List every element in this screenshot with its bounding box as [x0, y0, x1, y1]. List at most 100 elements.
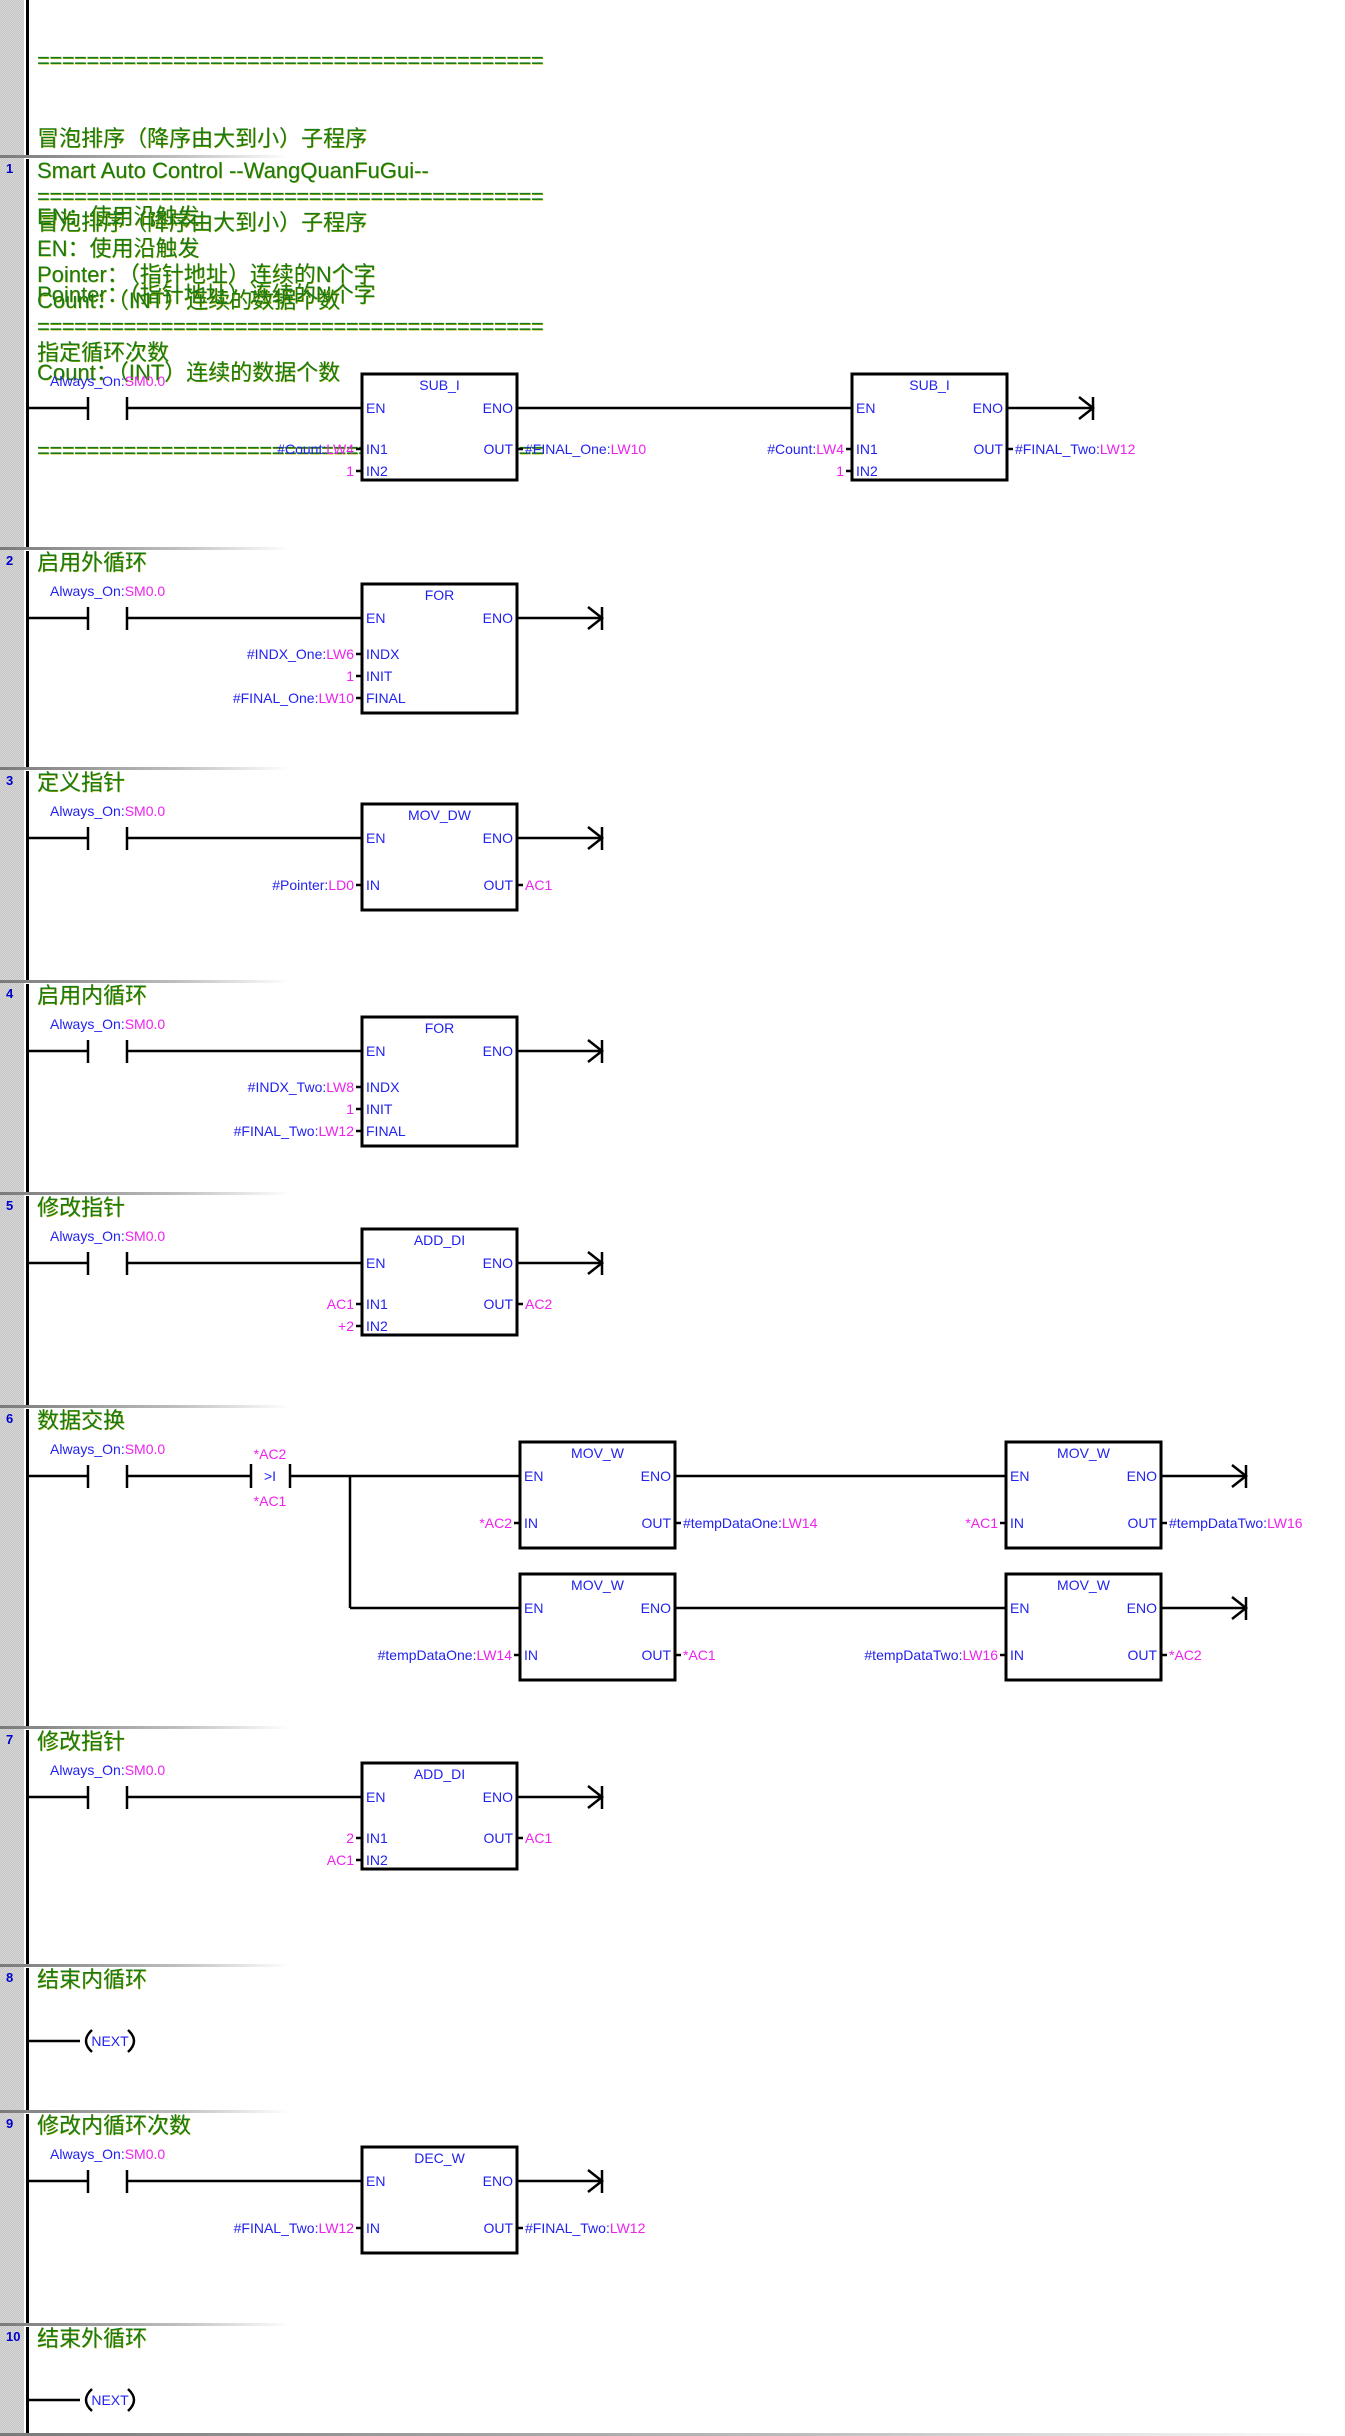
pin-en: EN — [366, 610, 385, 626]
operand-separator: : — [1263, 1515, 1267, 1531]
output-operand[interactable]: *AC2 — [1169, 1647, 1202, 1663]
operand-address: LW14 — [782, 1515, 818, 1531]
comment-line: 修改指针 — [37, 1195, 126, 1220]
network-comment[interactable]: 修改指针 — [37, 1195, 125, 1221]
output-operand[interactable]: AC1 — [525, 1830, 552, 1846]
input-operand[interactable]: #FINAL_Two:LW12 — [234, 1123, 355, 1139]
network-comment[interactable]: 启用内循环 — [37, 983, 147, 1009]
operand-address: LW12 — [1100, 441, 1136, 457]
network-1[interactable]: 1 Smart Auto Control --WangQuanFuGui--===… — [0, 155, 1345, 547]
network-comment[interactable]: 结束内循环 — [37, 1967, 147, 1993]
input-operand[interactable]: #FINAL_One:LW10 — [233, 690, 354, 706]
output-operand[interactable]: #FINAL_One:LW10 — [525, 441, 646, 457]
network-comment[interactable]: 数据交换 — [37, 1408, 125, 1434]
input-operand[interactable]: +2 — [338, 1318, 354, 1334]
network-comment[interactable]: Smart Auto Control --WangQuanFuGui--====… — [37, 158, 544, 366]
operand-separator: : — [322, 646, 326, 662]
operand-separator: : — [606, 2220, 610, 2236]
input-operand[interactable]: #FINAL_Two:LW12 — [234, 2220, 355, 2236]
contact-always-on[interactable]: Always_On:SM0.0 — [50, 373, 165, 420]
contact-always-on[interactable]: Always_On:SM0.0 — [50, 2146, 165, 2193]
network-comment[interactable]: 修改指针 — [37, 1729, 125, 1755]
contact-always-on[interactable]: Always_On:SM0.0 — [50, 1762, 165, 1809]
input-operand[interactable]: AC1 — [327, 1296, 354, 1312]
input-operand[interactable]: 1 — [346, 463, 354, 479]
contact-always-on[interactable]: Always_On:SM0.0 — [50, 1441, 165, 1488]
output-operand[interactable]: #tempDataOne:LW14 — [683, 1515, 818, 1531]
input-operand[interactable]: 1 — [346, 668, 354, 684]
box-title: ADD_DI — [414, 1766, 465, 1782]
pou-header-comment[interactable]: ========================================… — [0, 0, 1345, 463]
input-operand[interactable]: *AC1 — [965, 1515, 998, 1531]
network-number: 8 — [6, 1970, 14, 1985]
network-comment[interactable]: 启用外循环 — [37, 550, 147, 576]
operand-separator: : — [959, 1647, 963, 1663]
box-title: SUB_I — [909, 377, 949, 393]
input-operand[interactable]: #INDX_One:LW6 — [247, 646, 354, 662]
contact-always-on[interactable]: Always_On:SM0.0 — [50, 803, 165, 850]
input-operand[interactable]: #INDX_Two:LW8 — [248, 1079, 355, 1095]
contact-always-on[interactable]: Always_On:SM0.0 — [50, 1016, 165, 1063]
pin-in2: IN2 — [366, 1318, 388, 1334]
input-operand[interactable]: 1 — [836, 463, 844, 479]
input-operand[interactable]: 1 — [346, 1101, 354, 1117]
input-operand[interactable]: #Count:LW4 — [277, 441, 354, 457]
coil-next[interactable]: NEXT — [84, 2029, 136, 2053]
contact-separator: : — [121, 1762, 125, 1778]
input-operand[interactable]: #Count:LW4 — [767, 441, 844, 457]
pin-in2: IN2 — [856, 463, 878, 479]
output-operand[interactable]: AC1 — [525, 877, 552, 893]
input-operand[interactable]: #tempDataTwo:LW16 — [864, 1647, 998, 1663]
compare-contact-gt-int[interactable]: >I*AC2*AC1 — [249, 1446, 292, 1509]
rung-end-arrow-icon — [587, 1251, 605, 1275]
network-8[interactable]: 8 结束内循环 NEXT — [0, 1964, 1345, 2110]
input-operand[interactable]: AC1 — [327, 1852, 354, 1868]
output-operand[interactable]: *AC1 — [683, 1647, 716, 1663]
pou-comment[interactable]: ========================================… — [37, 0, 544, 516]
input-operand[interactable]: 2 — [346, 1830, 354, 1846]
operand-separator: : — [315, 2220, 319, 2236]
contact-always-on[interactable]: Always_On:SM0.0 — [50, 583, 165, 630]
comment-line: 定义指针 — [37, 770, 126, 795]
contact-always-on[interactable]: Always_On:SM0.0 — [50, 1228, 165, 1275]
contact-label: Always_On:SM0.0 — [50, 1441, 165, 1457]
output-operand[interactable]: AC2 — [525, 1296, 552, 1312]
input-operand[interactable]: *AC2 — [479, 1515, 512, 1531]
output-operand[interactable]: #FINAL_Two:LW12 — [1015, 441, 1136, 457]
contact-separator: : — [121, 1228, 125, 1244]
coil-next[interactable]: NEXT — [84, 2388, 136, 2412]
pin-eno: ENO — [483, 400, 513, 416]
output-operand[interactable]: #FINAL_Two:LW12 — [525, 2220, 646, 2236]
input-operand[interactable]: #Pointer:LD0 — [272, 877, 354, 893]
network-comment[interactable]: 定义指针 — [37, 770, 125, 796]
network-comment[interactable]: 结束外循环 — [37, 2326, 147, 2352]
comment-line: 冒泡排序（降序由大到小）子程序 — [37, 126, 368, 151]
network-comment[interactable]: 修改内循环次数 — [37, 2113, 191, 2139]
rung-end-arrow-icon — [587, 2169, 605, 2193]
input-operand[interactable]: #tempDataOne:LW14 — [378, 1647, 513, 1663]
comment-line: 修改内循环次数 — [37, 2113, 192, 2138]
output-operand[interactable]: #tempDataTwo:LW16 — [1169, 1515, 1303, 1531]
pin-in: IN — [524, 1647, 538, 1663]
pin-in1: IN1 — [366, 1830, 388, 1846]
